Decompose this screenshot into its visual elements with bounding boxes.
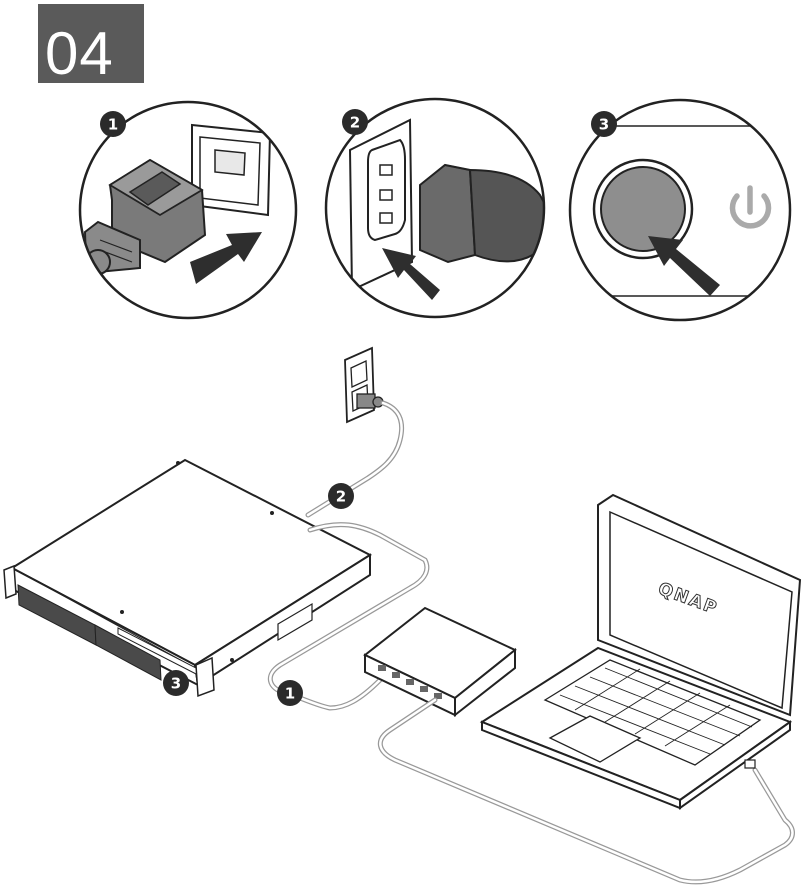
panel-circle [568,98,792,322]
svg-text:2: 2 [336,488,346,506]
svg-text:3: 3 [171,675,181,693]
step-header: 04 [38,4,144,87]
panel-ethernet-connection: 1 [78,100,298,320]
panel-power-connection: 2 [324,97,546,319]
press-arrow-icon [648,236,720,296]
badge-ethernet-cable: 1 [277,680,303,706]
svg-text:1: 1 [285,685,295,703]
insert-arrow-icon [190,232,262,284]
power-button-icon [600,166,686,252]
panel-circle [324,97,546,319]
svg-text:3: 3 [599,116,609,134]
step-header-number: 04 [45,20,114,87]
svg-text:1: 1 [108,116,118,134]
panel-power-button: 3 [568,98,792,322]
panel-badge: 1 [100,111,126,137]
wall-outlet-icon [344,346,384,424]
network-switch-icon [363,606,517,718]
nas-server-icon [3,458,373,698]
badge-power-button: 3 [163,670,189,696]
power-plug-icon [419,163,544,264]
power-symbol-icon [729,185,772,229]
step-header-box [38,4,144,83]
power-cable [305,400,405,518]
laptop-icon: QNAP [479,493,802,810]
badge-power-cable: 2 [328,483,354,509]
panel-circle [78,100,298,320]
panel-badge: 3 [591,111,617,137]
panel-badge: 2 [342,109,368,135]
svg-text:2: 2 [350,114,360,132]
insert-arrow-icon [382,248,440,300]
